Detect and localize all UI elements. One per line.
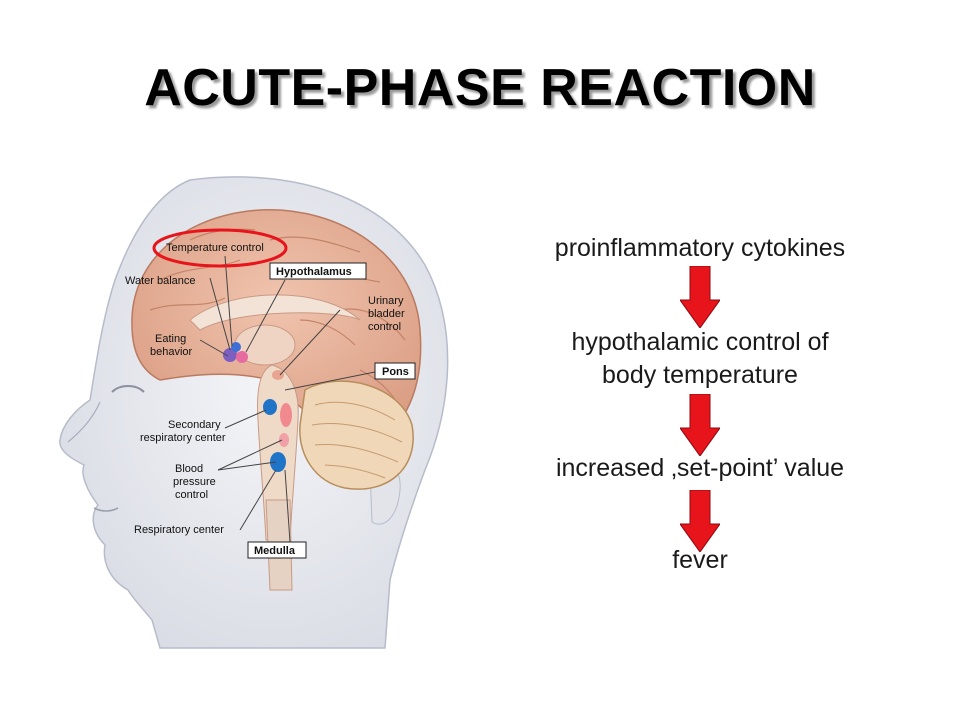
pons-pink-nucleus bbox=[280, 403, 292, 427]
label-eating-line1: Eating bbox=[155, 333, 186, 345]
cerebellum-folia bbox=[311, 401, 403, 479]
label-urinary-line3: control bbox=[368, 321, 401, 333]
medulla-nucleus bbox=[270, 452, 286, 472]
flow-step-hypothalamic: hypothalamic control of body temperature bbox=[500, 326, 900, 392]
label-respiratory-center: Respiratory center bbox=[134, 524, 224, 536]
label-blood-line1: Blood bbox=[175, 463, 203, 475]
label-hypothalamus-box bbox=[269, 262, 367, 280]
label-blood-line3: control bbox=[175, 489, 208, 501]
down-arrow-icon bbox=[680, 394, 720, 456]
hypothalamus-nucleus-purple bbox=[223, 348, 237, 362]
temperature-control-highlight bbox=[152, 228, 288, 268]
label-secondary-line1: Secondary bbox=[168, 419, 221, 431]
label-temperature-control: Temperature control bbox=[166, 242, 264, 254]
label-secondary-line2: respiratory center bbox=[140, 432, 226, 444]
label-pons-box bbox=[374, 362, 416, 380]
label-urinary-line1: Urinary bbox=[368, 295, 404, 307]
label-medulla: Medulla bbox=[254, 545, 296, 557]
hypothalamus-nucleus-pink bbox=[236, 351, 248, 363]
hypothalamus-nucleus-blue bbox=[231, 342, 241, 352]
pons-nucleus bbox=[272, 370, 284, 380]
label-pons: Pons bbox=[382, 366, 409, 378]
label-medulla-box bbox=[247, 541, 307, 559]
blood-pressure-nucleus bbox=[279, 433, 289, 447]
cerebellum bbox=[299, 380, 414, 490]
mouth-shape bbox=[93, 507, 119, 512]
eye-shape bbox=[111, 385, 145, 393]
flow-step-cytokines: proinflammatory cytokines bbox=[554, 234, 846, 262]
corpus-callosum bbox=[189, 294, 361, 331]
down-arrow-icon bbox=[680, 490, 720, 552]
secondary-respiratory-nucleus bbox=[263, 399, 277, 415]
face-outline bbox=[67, 401, 101, 443]
flow-step-fever: fever bbox=[672, 546, 728, 574]
label-water-balance: Water balance bbox=[125, 275, 196, 287]
label-blood-line2: pressure bbox=[173, 476, 216, 488]
flow-step-set-point: increased ‚set-point’ value bbox=[555, 454, 845, 482]
down-arrow-icon bbox=[680, 266, 720, 328]
slide-title: ACUTE-PHASE REACTION bbox=[144, 59, 816, 117]
flow-step-hypothalamic-line2: body temperature bbox=[602, 361, 798, 389]
label-eating-line2: behavior bbox=[150, 346, 193, 358]
brain-diagram: Temperature control Water balance Hypoth… bbox=[59, 176, 449, 649]
flow-step-hypothalamic-line1: hypothalamic control of bbox=[571, 328, 829, 356]
label-leader-lines bbox=[199, 255, 376, 543]
label-urinary-line2: bladder bbox=[368, 308, 405, 320]
label-hypothalamus: Hypothalamus bbox=[276, 266, 352, 278]
